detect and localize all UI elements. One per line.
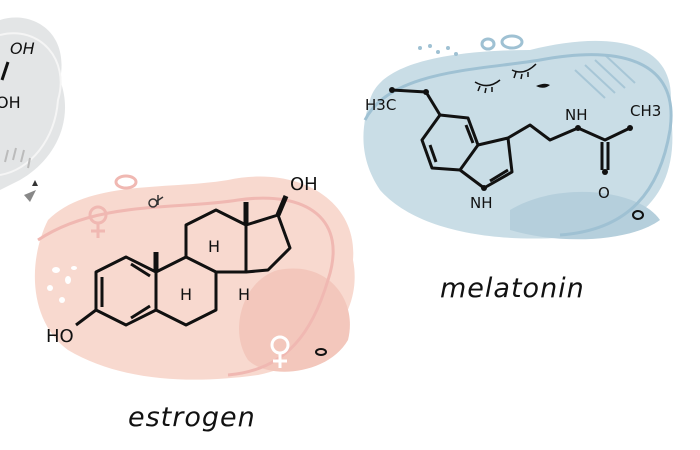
atom-label: NH xyxy=(470,194,493,212)
venus-mars-symbol-icon xyxy=(148,195,164,208)
melatonin-illustration: H3C NH CH3 NH O xyxy=(363,34,673,240)
female-symbol-icon xyxy=(88,205,108,238)
atom-label: H xyxy=(180,285,192,304)
atom-label: OH xyxy=(290,174,318,195)
partial-molecule-illustration: OH OH xyxy=(0,17,66,202)
triangle-icon xyxy=(24,190,36,202)
estrogen-illustration: OH HO H H H xyxy=(34,174,355,380)
closed-eye-icon xyxy=(474,79,501,94)
female-symbol-icon xyxy=(270,335,290,368)
melatonin-label: melatonin xyxy=(440,273,585,304)
atom-label: OH xyxy=(10,39,35,58)
closed-eye-icon xyxy=(511,63,537,80)
atom-label: CH3 xyxy=(630,102,661,120)
atom-label: H xyxy=(238,285,250,304)
atom-label: HO xyxy=(46,326,74,347)
estrogen-label: estrogen xyxy=(128,402,256,433)
atom-label: OH xyxy=(0,93,21,112)
atom-label: O xyxy=(598,184,610,202)
atom-label: NH xyxy=(565,106,588,124)
atom-label: H3C xyxy=(365,96,396,114)
atom-label: H xyxy=(208,237,220,256)
